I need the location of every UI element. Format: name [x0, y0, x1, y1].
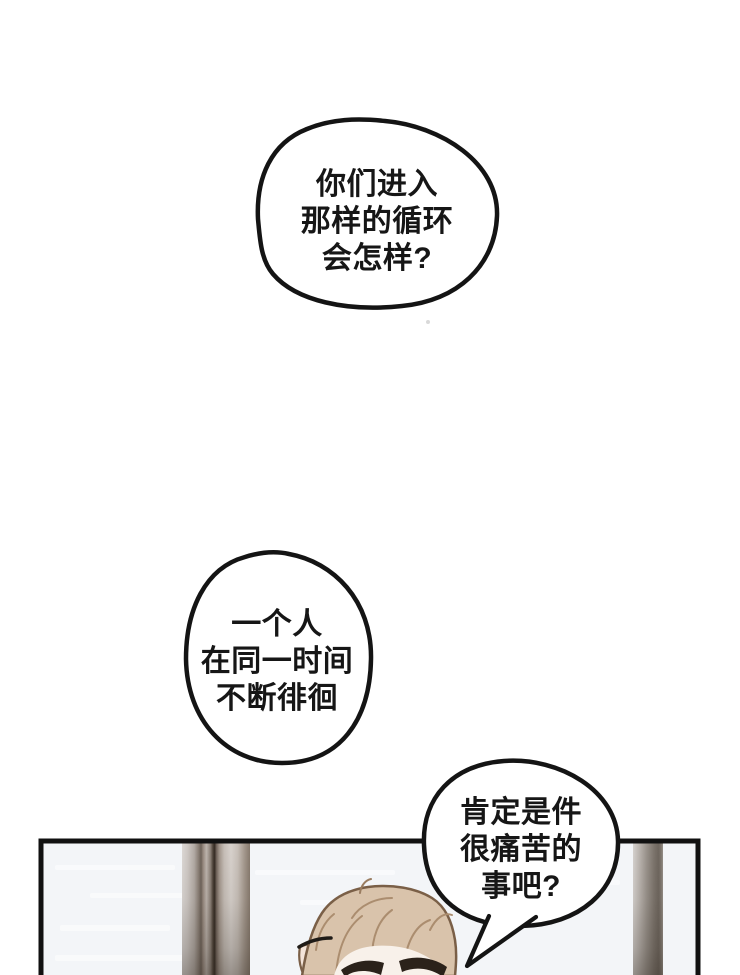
- door-frame-left-shade: [182, 843, 250, 975]
- speech-bubble-middle-text: 一个人 在同一时间 不断徘徊: [200, 608, 354, 715]
- speech-bubble-middle: [183, 550, 374, 766]
- character-glasses-temple: [297, 936, 333, 949]
- character-hair-ahoge: [359, 878, 372, 894]
- speech-bubble-bottom-text: 肯定是件 很痛苦的 事吧?: [460, 796, 582, 903]
- character-eyebrow-right: [399, 957, 447, 975]
- door-frame-right-shade: [633, 843, 663, 975]
- speech-bubble-top-text: 你们进入 那样的循环 会怎样?: [300, 168, 454, 275]
- speech-bubble-bottom-tail: [464, 913, 539, 969]
- artifact-dot: [426, 320, 430, 324]
- speech-bubble-bottom: [421, 758, 621, 929]
- speech-bubble-top: [255, 117, 500, 310]
- character-eyebrow-left: [341, 960, 384, 975]
